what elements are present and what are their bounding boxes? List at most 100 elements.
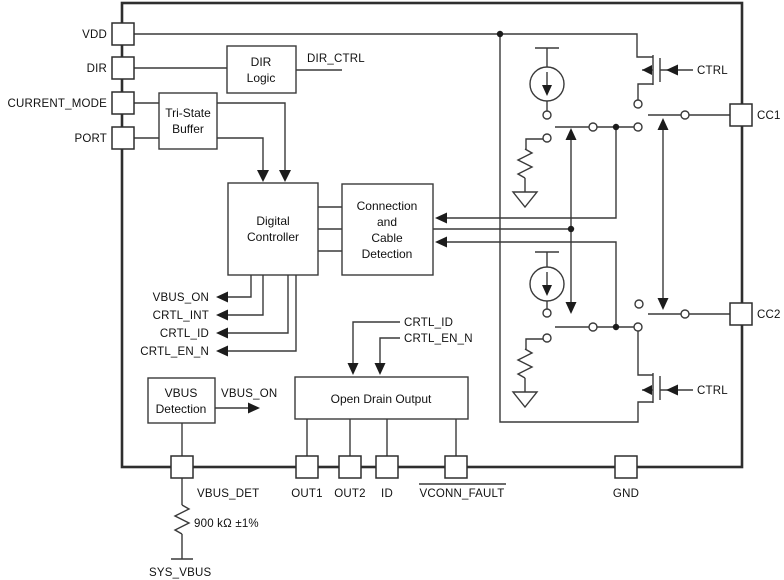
switch-contact — [680, 110, 690, 120]
switch-contact — [588, 322, 598, 332]
ctrl-lower-label: CTRL — [697, 385, 728, 397]
pin-vdd — [111, 22, 135, 46]
arrow-vbus-on — [216, 291, 228, 303]
arrowheads — [216, 118, 669, 414]
digital-controller-label-1: Digital — [256, 214, 289, 228]
arrow-inner-down — [565, 302, 577, 314]
vbus-on-out-label: VBUS_ON — [153, 292, 209, 304]
crtl-id-label: CRTL_ID — [160, 328, 209, 340]
switch-contact — [542, 333, 552, 343]
junction-dot — [496, 30, 504, 38]
arrow-crtl-en-n — [216, 345, 228, 357]
pin-out1-label: OUT1 — [291, 488, 322, 500]
rd-wire — [525, 138, 543, 149]
resistor-ext — [173, 504, 191, 535]
switch-contact — [542, 308, 552, 318]
arrow-sense-upper — [435, 212, 447, 224]
connection-label-3: Cable — [371, 231, 403, 245]
vdd-tap-bar — [535, 251, 559, 267]
pin-gnd — [614, 455, 638, 479]
pin-port-label: PORT — [74, 133, 107, 145]
current-source-upper — [529, 47, 565, 111]
wire-crtl-int — [227, 275, 264, 316]
pin-out2 — [338, 455, 362, 479]
pin-vbus-det-label: VBUS_DET — [197, 488, 259, 500]
mosfet-upper — [637, 55, 693, 100]
crtl-id-in-label: CRTL_ID — [404, 317, 453, 329]
dir-logic-block — [226, 45, 297, 94]
junction-dot — [612, 323, 620, 331]
wire-sense-upper — [446, 127, 617, 219]
arrow-outer-up — [657, 118, 669, 130]
wire-buffer-out2 — [217, 137, 264, 172]
body-arrowhead — [642, 385, 652, 395]
ctrl-upper-label: CTRL — [697, 65, 728, 77]
pin-port — [111, 126, 135, 150]
vbus-on-sig-label: VBUS_ON — [221, 388, 277, 400]
arrow-outer-down — [657, 298, 669, 310]
vdd-tap-bar — [535, 47, 559, 67]
wire-crtl-id-in — [352, 321, 400, 366]
arrow-crtl-en-n-in — [374, 363, 386, 375]
wire-crtl-id — [227, 275, 289, 334]
gate-arrowhead — [666, 64, 678, 76]
switch-contact — [542, 133, 552, 143]
switch-contact — [542, 110, 552, 120]
wire-sense-lower — [446, 241, 617, 327]
dir-ctrl-label: DIR_CTRL — [307, 53, 365, 65]
current-source-arrowhead — [542, 85, 552, 96]
wire-buffer-out1 — [217, 102, 286, 172]
arrow-into-controller-2 — [257, 170, 269, 182]
wire-crtl-en-n-in — [379, 337, 400, 366]
tri-state-buffer-label-1: Tri-State — [165, 106, 211, 120]
arrow-crtl-int — [216, 309, 228, 321]
junction-dot — [612, 123, 620, 131]
pin-gnd-label: GND — [613, 488, 639, 500]
pin-id-label: ID — [381, 488, 393, 500]
pin-cc1-label: CC1 — [757, 110, 781, 122]
pin-dir — [111, 56, 135, 80]
wire-crtl-en-n — [227, 275, 297, 352]
rd-branch-upper — [511, 138, 543, 209]
tri-state-buffer-block — [158, 92, 218, 150]
wire-vdd-rail — [134, 33, 653, 58]
signal-labels: DIR_CTRL VBUS_ON CRTL_INT CRTL_ID CRTL_E… — [140, 53, 728, 579]
source-stub — [637, 83, 653, 100]
drain-stub — [637, 331, 653, 376]
resistor-value-label: 900 kΩ ±1% — [194, 518, 259, 530]
gate-arrowhead — [666, 384, 678, 396]
arrow-into-controller-1 — [279, 170, 291, 182]
digital-controller-label-2: Controller — [247, 230, 299, 244]
switch-contact — [633, 322, 643, 332]
mosfet-lower — [637, 331, 693, 403]
tri-state-buffer-label-2: Buffer — [172, 122, 204, 136]
arrow-sense-lower — [435, 236, 447, 248]
resistor-lower — [516, 348, 534, 379]
gnd-symbol-lower — [511, 391, 539, 409]
pin-cc1 — [729, 103, 753, 127]
wires — [134, 33, 730, 560]
vbus-detection-label-1: VBUS — [165, 386, 198, 400]
arrow-vbus-on-sig — [248, 402, 260, 414]
switch-contact — [588, 122, 598, 132]
pin-cc2 — [729, 302, 753, 326]
rd-branch-lower — [511, 338, 543, 409]
connection-cable-detection-block — [341, 183, 434, 276]
arrow-inner-up — [565, 128, 577, 140]
wire-vdd-drop — [499, 34, 653, 423]
crtl-en-n-in-label: CRTL_EN_N — [404, 333, 473, 345]
crtl-en-n-label: CRTL_EN_N — [140, 346, 209, 358]
pin-out1 — [295, 455, 319, 479]
gnd-symbol-upper — [511, 191, 539, 209]
dir-logic-label-2: Logic — [247, 71, 276, 85]
arrow-crtl-id — [216, 327, 228, 339]
open-drain-output-label: Open Drain Output — [331, 392, 432, 406]
current-source-arrowhead — [542, 285, 552, 296]
connection-label-2: and — [377, 215, 397, 229]
pin-vbus-det — [170, 455, 194, 479]
wire-vbus-on-out — [227, 275, 252, 298]
pin-current-mode-label: CURRENT_MODE — [7, 98, 107, 110]
connection-label-4: Detection — [362, 247, 413, 261]
switch-contact — [633, 99, 643, 109]
